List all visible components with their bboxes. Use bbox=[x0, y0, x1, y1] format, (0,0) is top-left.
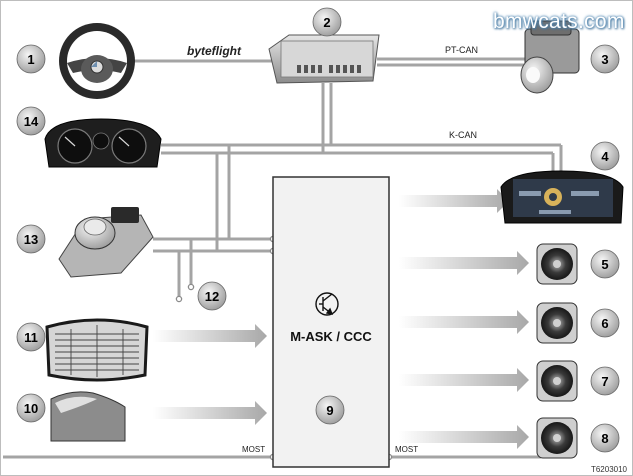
arrow-to-speaker-7 bbox=[399, 368, 529, 392]
number-disc-13: 13 bbox=[16, 224, 46, 254]
most-label-right: MOST bbox=[395, 445, 418, 454]
number-label: 3 bbox=[601, 52, 608, 67]
number-label: 12 bbox=[205, 289, 219, 304]
signal-arrows bbox=[153, 189, 529, 449]
number-disc-8: 8 bbox=[590, 423, 620, 453]
number-disc-1: 1 bbox=[16, 44, 46, 74]
number-discs: 1 2 3 4 5 6 7 8 9 10 11 12 13 14 bbox=[16, 7, 620, 453]
number-label: 6 bbox=[601, 316, 608, 331]
number-disc-7: 7 bbox=[590, 366, 620, 396]
speaker-icon bbox=[536, 302, 578, 344]
number-label: 11 bbox=[24, 330, 38, 345]
number-disc-14: 14 bbox=[16, 106, 46, 136]
controller-icon bbox=[58, 207, 154, 278]
speaker-icon bbox=[536, 417, 578, 459]
arrow-to-speaker-6 bbox=[399, 310, 529, 334]
number-label: 4 bbox=[601, 149, 609, 164]
number-label: 9 bbox=[326, 403, 333, 418]
diagram-code: T6203010 bbox=[591, 465, 628, 474]
number-disc-2: 2 bbox=[312, 7, 342, 37]
number-label: 14 bbox=[24, 114, 39, 129]
steering-wheel-icon bbox=[59, 23, 135, 99]
number-label: 5 bbox=[601, 257, 608, 272]
k-can-label: K-CAN bbox=[449, 130, 477, 140]
number-label: 2 bbox=[323, 15, 330, 30]
number-disc-12: 12 bbox=[197, 281, 227, 311]
instrument-cluster-icon bbox=[44, 118, 162, 168]
number-label: 1 bbox=[27, 52, 34, 67]
speaker-icon bbox=[536, 243, 578, 285]
number-disc-3: 3 bbox=[590, 44, 620, 74]
number-label: 13 bbox=[24, 232, 38, 247]
arrow-to-speaker-5 bbox=[399, 251, 529, 275]
bus-lines bbox=[3, 57, 563, 459]
pt-can-label: PT-CAN bbox=[445, 45, 478, 55]
number-disc-4: 4 bbox=[590, 141, 620, 171]
dsc-unit-icon bbox=[520, 20, 580, 94]
number-disc-6: 6 bbox=[590, 308, 620, 338]
arrow-from-rear-window bbox=[153, 324, 267, 348]
number-label: 7 bbox=[601, 374, 608, 389]
antenna-icon bbox=[50, 391, 126, 442]
number-disc-10: 10 bbox=[16, 393, 46, 423]
speaker-icon bbox=[536, 360, 578, 402]
number-disc-5: 5 bbox=[590, 249, 620, 279]
rear-window-antenna-icon bbox=[45, 318, 149, 382]
number-label: 8 bbox=[601, 431, 608, 446]
number-disc-11: 11 bbox=[16, 322, 46, 352]
number-disc-9: 9 bbox=[315, 395, 345, 425]
most-label-left: MOST bbox=[242, 445, 265, 454]
control-unit-label: M-ASK / CCC bbox=[290, 329, 372, 344]
byteflight-label: byteflight bbox=[187, 44, 242, 58]
arrow-from-antenna bbox=[153, 401, 267, 425]
transistor-icon bbox=[315, 292, 339, 316]
control-module-icon bbox=[268, 34, 380, 84]
number-label: 10 bbox=[24, 401, 38, 416]
arrow-to-display bbox=[399, 189, 509, 213]
arrow-to-speaker-8 bbox=[399, 425, 529, 449]
central-display-icon bbox=[500, 170, 624, 224]
watermark: bmwcats.com bbox=[493, 10, 625, 33]
